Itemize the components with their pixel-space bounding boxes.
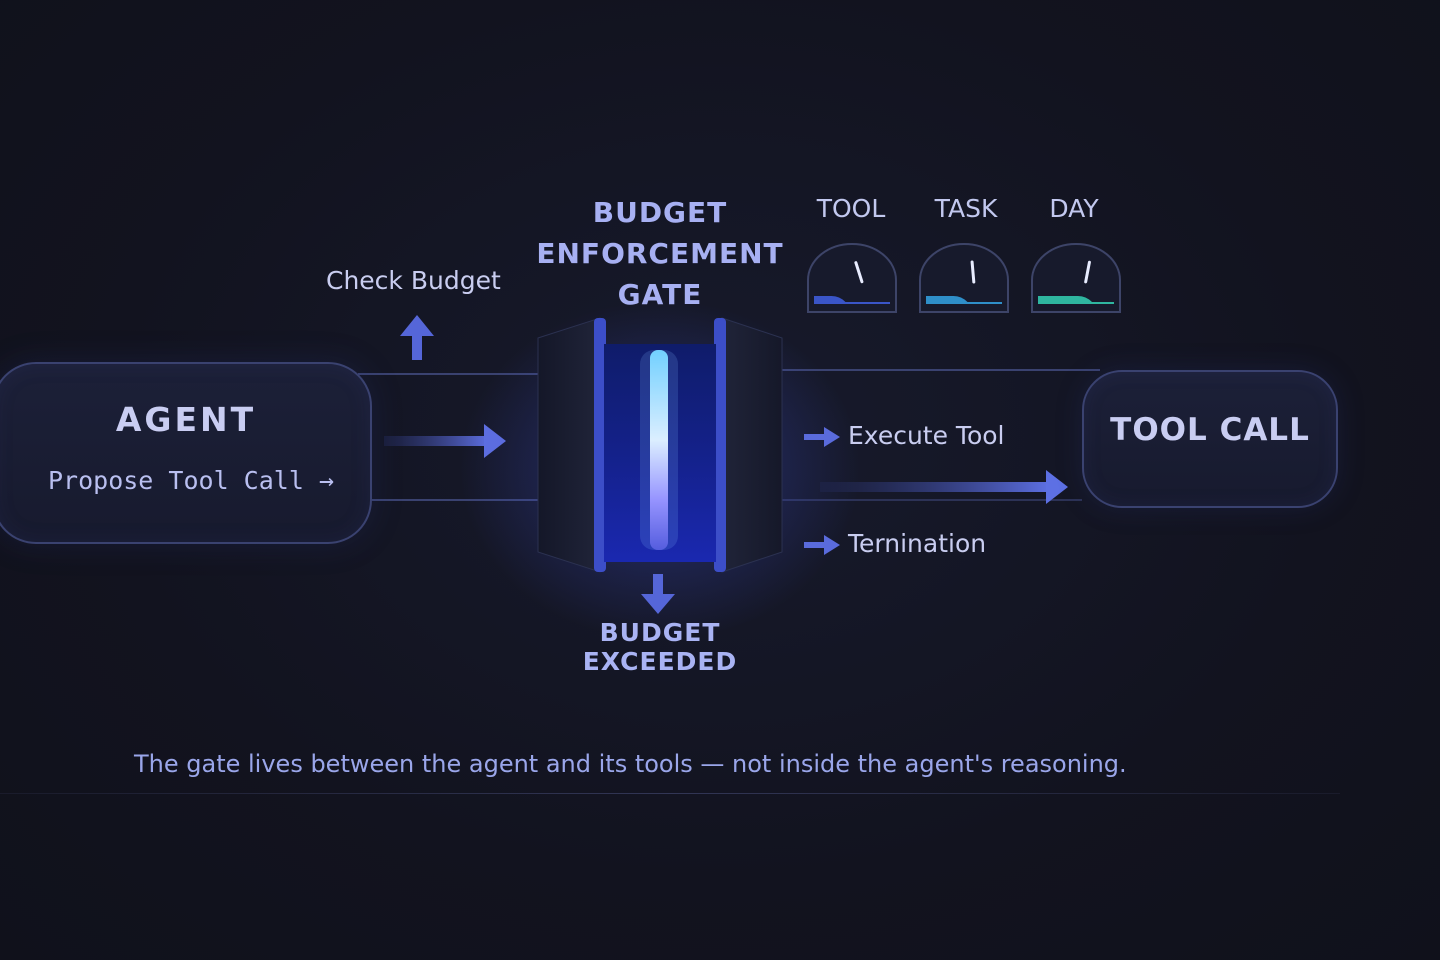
gate-to-tool-arrow xyxy=(820,470,1068,504)
execute-tool-arrow xyxy=(804,427,840,447)
meter-needle xyxy=(970,260,976,284)
caption-divider xyxy=(0,793,1340,794)
meter-label-tool: TOOL xyxy=(816,194,886,223)
meter-fill xyxy=(814,296,890,304)
termination-label: Ternination xyxy=(848,529,987,558)
meter-needle xyxy=(1084,260,1091,284)
meter-task xyxy=(919,243,1009,313)
caption: The gate lives between the agent and its… xyxy=(134,750,1127,778)
tool-call-title: TOOL CALL xyxy=(1110,412,1310,448)
meter-needle xyxy=(854,261,864,284)
meter-label-day: DAY xyxy=(1049,194,1099,223)
termination-arrow xyxy=(804,535,840,555)
agent-box xyxy=(0,362,372,544)
check-budget-arrow xyxy=(400,315,434,360)
agent-subtitle: Propose Tool Call → xyxy=(48,466,334,495)
meter-frame xyxy=(919,243,1009,313)
gate xyxy=(537,317,783,573)
budget-exceeded-arrow xyxy=(641,574,675,614)
gate-title-line-2: ENFORCEMENT xyxy=(536,237,784,270)
gate-title-line-1: BUDGET xyxy=(592,196,728,229)
meter-frame xyxy=(1031,243,1121,313)
budget-exceeded-label: BUDGET EXCEEDED xyxy=(582,618,738,676)
gate-title-line-3: GATE xyxy=(617,278,703,311)
agent-title: AGENT xyxy=(115,400,257,439)
meter-tool xyxy=(807,243,897,313)
meter-label-task: TASK xyxy=(934,194,998,223)
meter-day xyxy=(1031,243,1121,313)
meter-fill xyxy=(926,296,1002,304)
meter-fill xyxy=(1038,296,1114,304)
execute-tool-label: Execute Tool xyxy=(848,421,1005,450)
tool-call-box xyxy=(1082,370,1338,508)
check-budget-label: Check Budget xyxy=(326,266,501,295)
meter-frame xyxy=(807,243,897,313)
